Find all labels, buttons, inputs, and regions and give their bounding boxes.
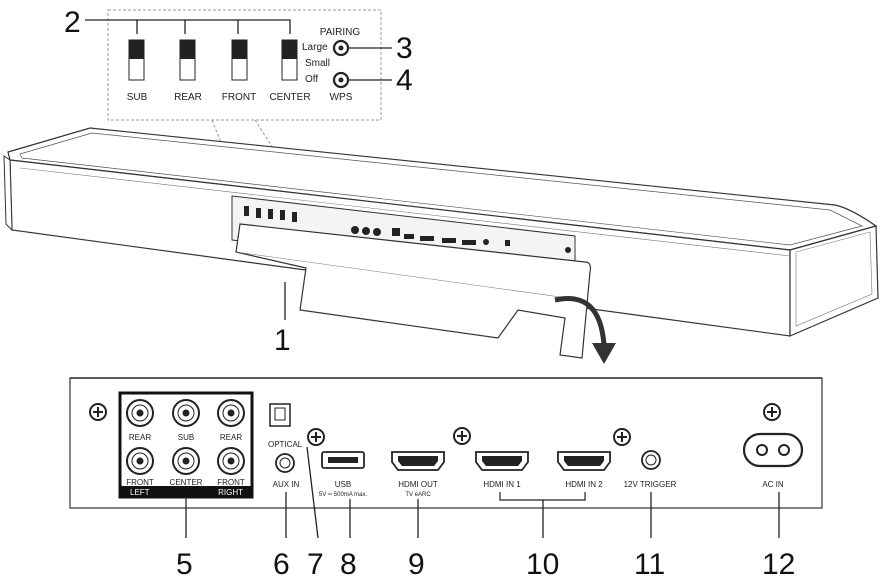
removal-arrow <box>554 296 607 346</box>
removal-arrow-head <box>592 343 616 364</box>
callout-8: 8 <box>340 548 357 581</box>
screw-icon <box>613 428 631 446</box>
rca-label: FRONT <box>217 478 245 487</box>
callout-9: 9 <box>408 548 425 581</box>
optical-label: OPTICAL <box>268 440 303 449</box>
connector-cover <box>235 223 592 359</box>
pairing-large-label: Large <box>302 42 328 53</box>
callout-6: 6 <box>273 548 290 581</box>
aux-in-jack[interactable] <box>275 453 295 473</box>
hdmi-in-2-port[interactable] <box>557 451 611 471</box>
screw-icon <box>307 428 325 446</box>
rca-jacks <box>126 399 245 475</box>
rca-label: REAR <box>220 433 242 442</box>
switch-label-sub: SUB <box>127 92 148 103</box>
hdmi-out-label: HDMI OUT <box>398 480 438 489</box>
tv-earc-label: TV eARC <box>405 492 431 498</box>
switch-label-center: CENTER <box>269 92 310 103</box>
usb-port[interactable] <box>321 451 365 469</box>
switch-bracket <box>136 19 291 34</box>
soundbar-body <box>3 127 879 359</box>
switch-inset: SUB REAR FRONT CENTER PAIRING Large Smal… <box>85 9 392 191</box>
trigger-jack[interactable] <box>641 450 661 470</box>
ac-in-socket[interactable] <box>742 432 804 468</box>
rca-rear-left-jack[interactable] <box>126 399 154 427</box>
screw-icon <box>453 427 471 445</box>
usb-spec: 5V ═ 500mA max. <box>319 492 368 498</box>
callout-10: 10 <box>526 548 559 581</box>
callout-5: 5 <box>176 548 193 581</box>
switch-rear[interactable] <box>179 39 196 81</box>
switch-sub[interactable] <box>128 39 145 81</box>
switch-label-front: FRONT <box>222 92 256 103</box>
rca-center-jack[interactable] <box>172 447 200 475</box>
rca-label: SUB <box>178 433 194 442</box>
hdmi-in-1-port[interactable] <box>475 451 529 471</box>
rca-label: CENTER <box>170 478 203 487</box>
trigger-label: 12V TRIGGER <box>624 480 677 489</box>
screw-icon <box>89 403 107 421</box>
recess-ports <box>244 206 571 265</box>
callout-1: 1 <box>274 324 291 357</box>
callout-3: 3 <box>396 32 413 65</box>
connector-panel: REAR SUB REAR FRONT CENTER FRONT LEFT RI… <box>69 377 823 509</box>
rca-front-right-jack[interactable] <box>217 447 245 475</box>
switch-front[interactable] <box>231 39 248 81</box>
rca-front-left-jack[interactable] <box>126 447 154 475</box>
callout-4: 4 <box>396 64 413 97</box>
usb-label: USB <box>335 480 351 489</box>
rca-right-label: RIGHT <box>218 488 243 497</box>
rca-label: REAR <box>129 433 151 442</box>
callout-11: 11 <box>634 548 665 581</box>
rca-sub-jack[interactable] <box>172 399 200 427</box>
hdmi-in-2-label: HDMI IN 2 <box>565 480 603 489</box>
switch-label-rear: REAR <box>174 92 202 103</box>
inset-frame <box>107 9 382 121</box>
wps-label: WPS <box>330 92 353 103</box>
callout-2: 2 <box>64 6 81 39</box>
pairing-off-label: Off <box>305 74 318 85</box>
optical-port[interactable] <box>269 403 291 427</box>
rca-rear-right-jack[interactable] <box>217 399 245 427</box>
switch-center[interactable] <box>281 39 298 81</box>
pairing-small-label: Small <box>305 58 330 69</box>
rca-label: FRONT <box>126 478 154 487</box>
aux-in-label: AUX IN <box>273 480 300 489</box>
screw-icon <box>763 403 781 421</box>
rca-left-label: LEFT <box>130 488 150 497</box>
ac-in-label: AC IN <box>762 480 784 489</box>
hdmi-out-port[interactable] <box>391 451 445 471</box>
callout-7: 7 <box>307 548 324 581</box>
pairing-title: PAIRING <box>320 27 361 38</box>
bottom-leaders <box>185 446 780 539</box>
callout-12: 12 <box>762 548 795 581</box>
hdmi-in-1-label: HDMI IN 1 <box>483 480 521 489</box>
